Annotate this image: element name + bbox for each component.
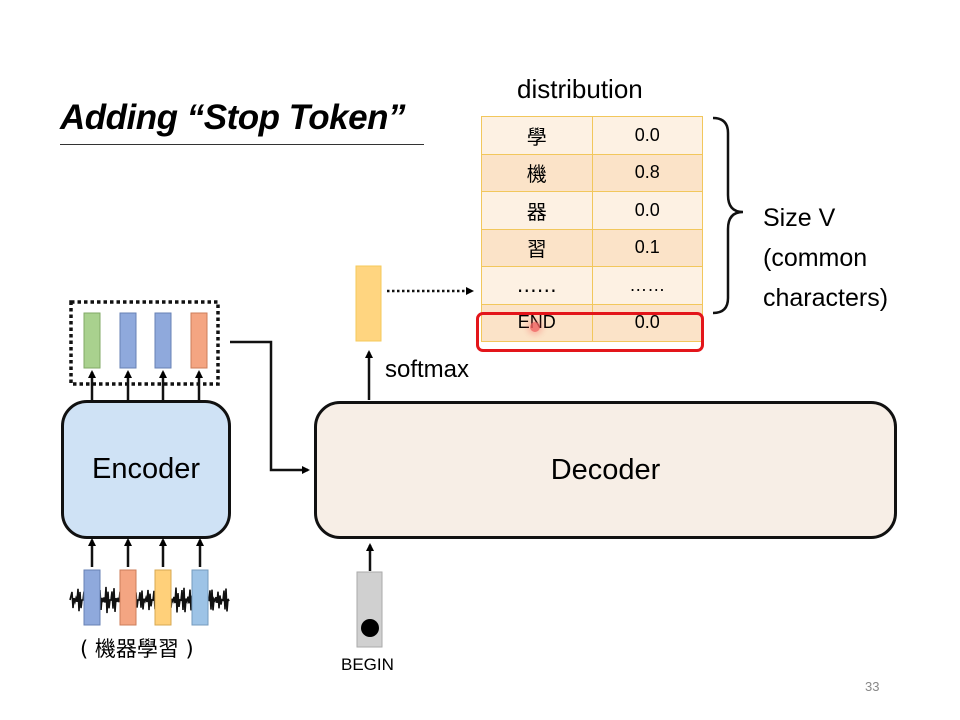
distribution-row: 器 0.0 xyxy=(481,191,703,230)
distribution-table: 學 0.0 機 0.8 器 0.0 習 0.1 …… …… END 0.0 xyxy=(481,116,703,342)
pointer-cursor-icon xyxy=(530,322,540,332)
encoder-input-vectors xyxy=(83,569,209,626)
distribution-label: distribution xyxy=(517,74,643,104)
encoder-output-vector xyxy=(83,312,101,369)
prob-cell: 0.0 xyxy=(591,116,703,155)
encoder-output-vector xyxy=(190,312,208,369)
distribution-row-end: END 0.0 xyxy=(481,303,703,342)
token-cell: …… xyxy=(481,266,593,305)
end-prob-cell: 0.0 xyxy=(591,303,703,342)
distribution-row: 學 0.0 xyxy=(481,116,703,155)
title-underline xyxy=(60,144,424,145)
encoder-input-vector xyxy=(191,569,209,626)
prob-cell: 0.1 xyxy=(591,228,703,267)
encoder-input-vector xyxy=(154,569,172,626)
size-label-line3: characters) xyxy=(763,284,889,312)
distribution-row: 習 0.1 xyxy=(481,228,703,267)
distribution-row: 機 0.8 xyxy=(481,153,703,192)
page-number: 33 xyxy=(865,679,880,694)
distribution-row: …… …… xyxy=(481,266,703,305)
encoder-output-arrows xyxy=(88,370,203,401)
slide-title: Adding “Stop Token” xyxy=(60,98,406,137)
prob-cell: 0.0 xyxy=(591,191,703,230)
end-token-highlight xyxy=(476,312,704,352)
curly-brace-icon xyxy=(712,116,744,315)
token-cell: 習 xyxy=(481,228,593,267)
decoder-label: Decoder xyxy=(550,453,661,486)
encoder-output-vector xyxy=(119,312,137,369)
begin-dot-icon xyxy=(361,619,379,637)
encoder-block: Encoder xyxy=(61,400,231,539)
decoder-block: Decoder xyxy=(314,401,897,539)
begin-label: BEGIN xyxy=(341,655,394,674)
encoder-output-group xyxy=(69,300,220,386)
encoder-to-decoder-arrow xyxy=(230,340,310,474)
encoder-input-arrows xyxy=(88,538,204,567)
encoder-label: Encoder xyxy=(91,453,200,485)
encoder-output-vectors xyxy=(83,312,208,369)
softmax-label: softmax xyxy=(385,356,470,383)
size-label-line1: Size V xyxy=(763,204,836,232)
prob-cell: …… xyxy=(591,266,703,305)
token-cell: 機 xyxy=(481,153,593,192)
softmax-output-vector xyxy=(355,265,382,342)
vocab-size-label: Size V (common characters) xyxy=(763,198,888,318)
encoder-input-vector xyxy=(119,569,137,626)
input-speech-label: ( 機器學習 ) xyxy=(80,637,194,661)
encoder-output-vector xyxy=(154,312,172,369)
encoder-input-vector xyxy=(83,569,101,626)
prob-cell: 0.8 xyxy=(591,153,703,192)
size-label-line2: (common xyxy=(763,244,868,272)
token-cell: 器 xyxy=(481,191,593,230)
